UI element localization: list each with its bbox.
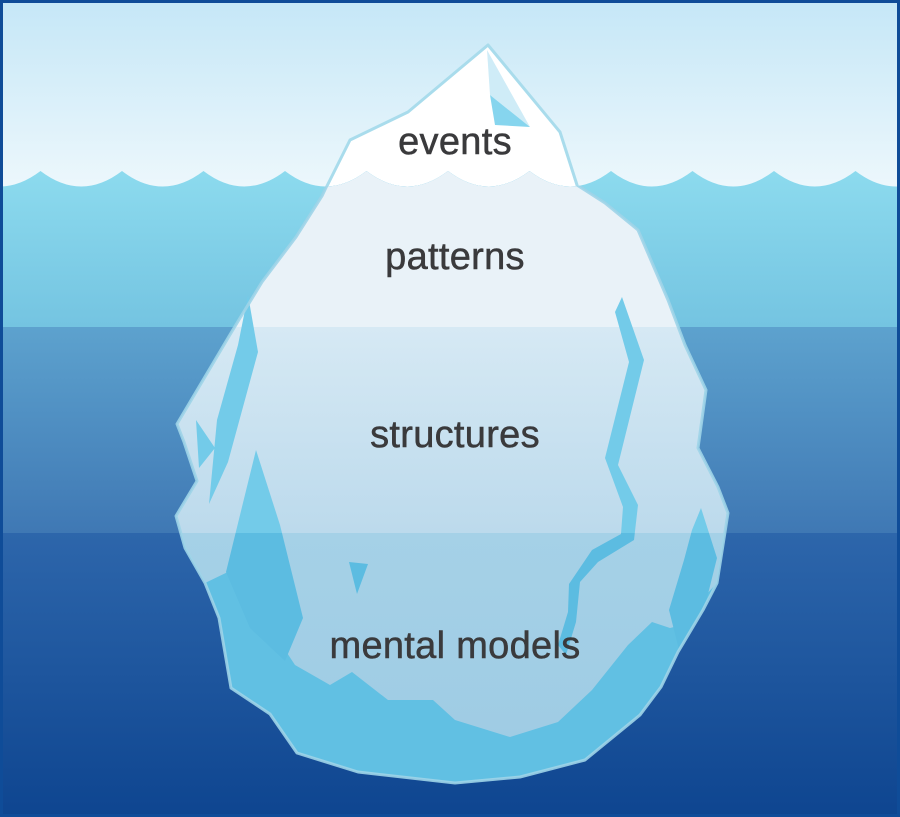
underwater-scene	[0, 171, 900, 817]
iceberg-tip-facet-bright-icon	[490, 95, 530, 127]
label-events: events	[398, 121, 512, 163]
label-mental-models: mental models	[329, 625, 580, 667]
iceberg-tip-facet-light-icon	[487, 50, 530, 127]
label-structures: structures	[370, 414, 540, 456]
label-patterns: patterns	[385, 236, 525, 278]
